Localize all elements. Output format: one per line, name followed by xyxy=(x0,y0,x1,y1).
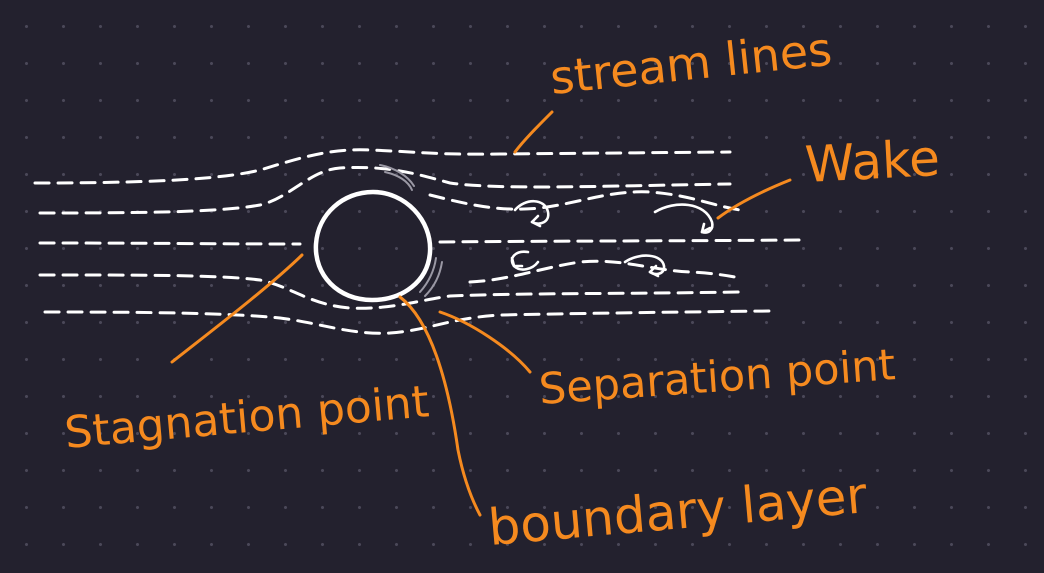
streamline-2 xyxy=(38,165,732,215)
streamline-5 xyxy=(43,309,772,335)
eddies xyxy=(510,199,714,278)
streamline-4 xyxy=(38,273,742,310)
eddy-upper-left-icon xyxy=(513,199,550,228)
label-separation-point: Separation point xyxy=(537,340,897,415)
leader-wake xyxy=(716,178,792,220)
eddy-lower-right-icon xyxy=(623,254,666,278)
leader-separation-point xyxy=(438,310,532,374)
eddy-upper-right-icon xyxy=(653,203,714,234)
leader-stagnation-point xyxy=(170,253,304,364)
label-stagnation-point: Stagnation point xyxy=(63,376,431,459)
label-wake: Wake xyxy=(804,129,942,194)
label-stream-lines: stream lines xyxy=(548,22,835,105)
leader-lines xyxy=(170,110,792,517)
streamline-3-downstream xyxy=(438,238,802,244)
streamline-3 xyxy=(38,241,302,246)
streamline-1 xyxy=(33,148,732,185)
wake-streak-upper xyxy=(428,190,742,212)
cylinder xyxy=(313,189,433,303)
wake-streak-lower xyxy=(468,259,742,284)
streamlines xyxy=(33,148,802,335)
eddy-lower-left-icon xyxy=(510,250,540,271)
label-boundary-layer: boundary layer xyxy=(486,466,870,557)
wake-streaks xyxy=(428,190,742,284)
boundary-layer-strokes xyxy=(379,164,443,297)
leader-stream-lines xyxy=(513,110,554,154)
leader-boundary-layer xyxy=(398,295,482,517)
